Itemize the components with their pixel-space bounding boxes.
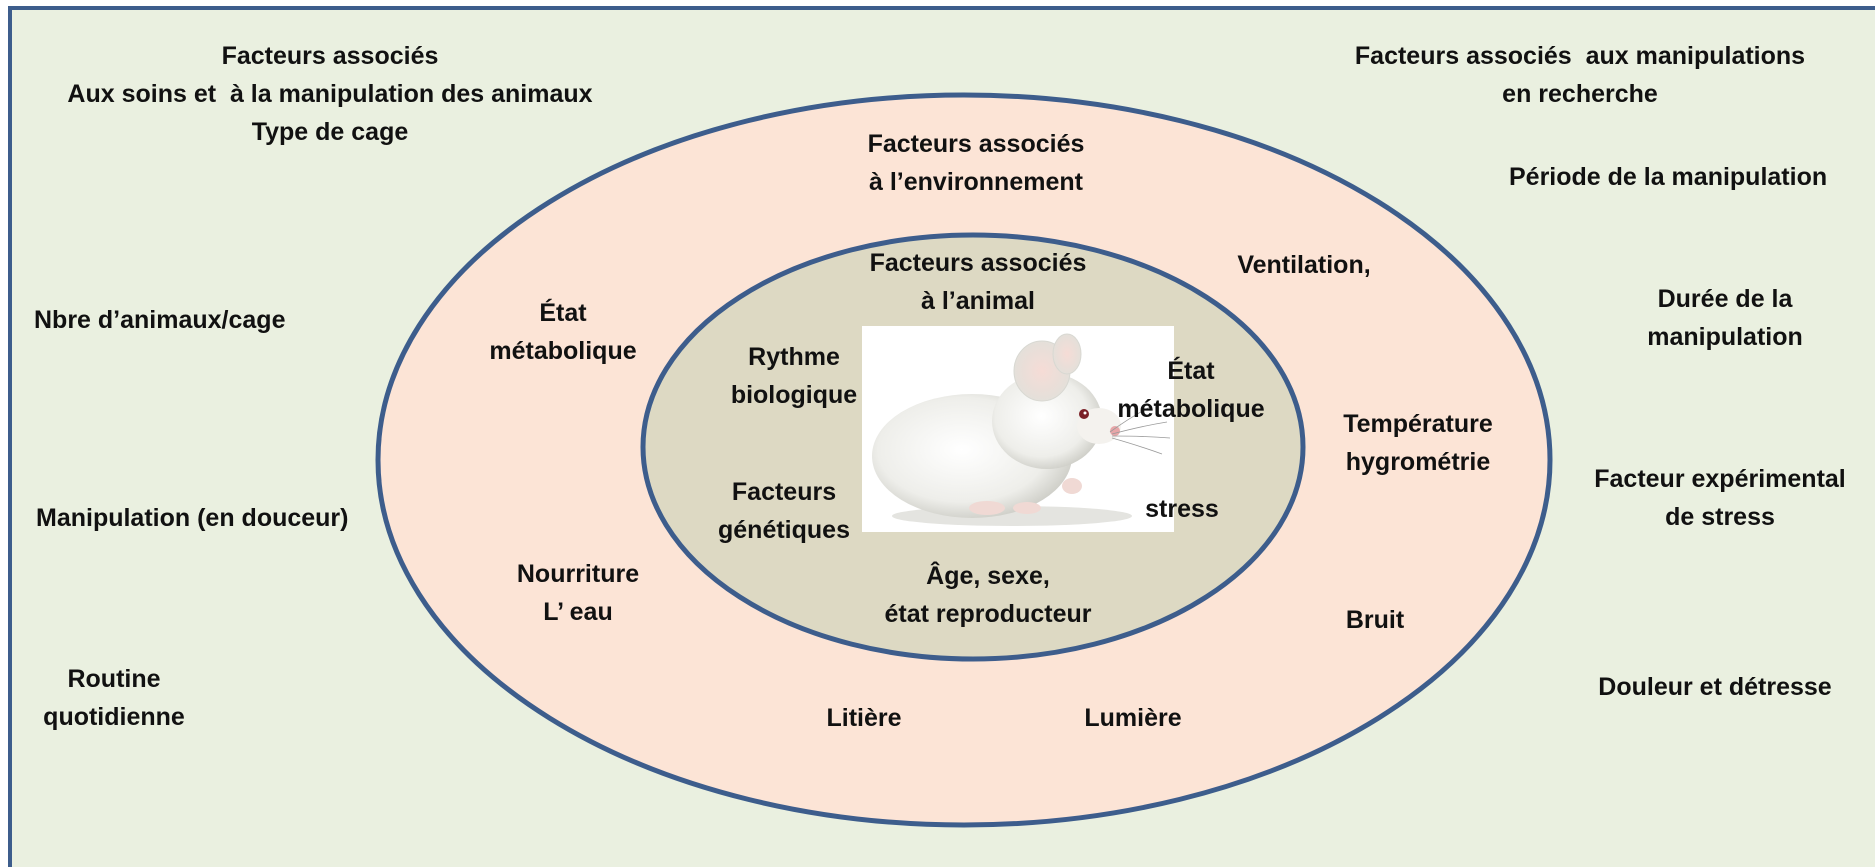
noise-label: Bruit	[1325, 601, 1425, 639]
genetic-factors-label: Facteurs génétiques	[704, 473, 864, 549]
handling-duration-label: Durée de la manipulation	[1575, 280, 1875, 356]
handling-period-label: Période de la manipulation	[1509, 158, 1827, 196]
temperature-humidity-label: Température hygrométrie	[1323, 405, 1513, 481]
food-water-label: Nourriture L’ eau	[478, 555, 678, 631]
env-metabolic-state-label: État métabolique	[463, 294, 663, 370]
light-label: Lumière	[1073, 699, 1193, 737]
biological-rhythm-label: Rythme biologique	[714, 338, 874, 414]
care-factors-title: Facteurs associés Aux soins et à la mani…	[30, 37, 630, 151]
pain-distress-label: Douleur et détresse	[1560, 668, 1870, 706]
daily-routine-label: Routine quotidienne	[14, 660, 214, 736]
litter-label: Litière	[804, 699, 924, 737]
gentle-handling-label: Manipulation (en douceur)	[36, 499, 349, 537]
animal-metabolic-state-label: État métabolique	[1101, 352, 1281, 428]
animal-title: Facteurs associés à l’animal	[828, 244, 1128, 320]
animals-per-cage-label: Nbre d’animaux/cage	[34, 301, 285, 339]
age-sex-reproductive-label: Âge, sexe, état reproducteur	[858, 557, 1118, 633]
environment-title: Facteurs associés à l’environnement	[826, 125, 1126, 201]
research-factors-title: Facteurs associés aux manipulations en r…	[1300, 37, 1860, 113]
experimental-stress-label: Facteur expérimental de stress	[1565, 460, 1875, 536]
stress-label: stress	[1132, 490, 1232, 528]
ventilation-label: Ventilation,	[1204, 246, 1404, 284]
